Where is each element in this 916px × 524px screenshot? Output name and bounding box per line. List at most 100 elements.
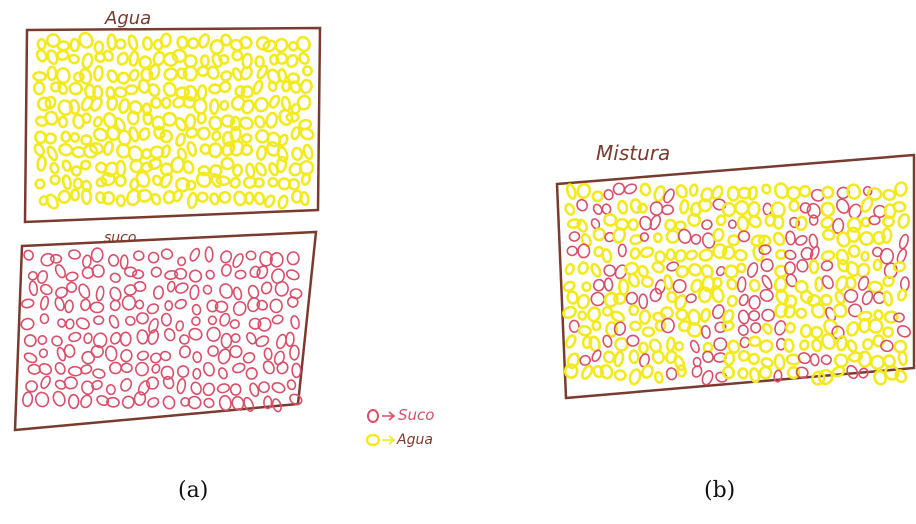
water-particle — [292, 147, 303, 160]
juice-particle — [260, 281, 273, 295]
water-particle — [601, 249, 612, 263]
juice-particle — [25, 335, 36, 346]
juice-particles — [20, 247, 303, 413]
juice-particle — [898, 233, 910, 249]
juice-particle — [153, 286, 164, 300]
water-particle — [71, 190, 79, 201]
water-particle — [629, 350, 638, 363]
water-particle — [676, 308, 689, 320]
water-particle — [716, 215, 727, 226]
juice-particle — [590, 291, 606, 307]
juice-particle — [603, 189, 614, 200]
water-particle — [197, 192, 208, 203]
juice-particle — [700, 369, 714, 386]
water-particle — [175, 133, 186, 147]
water-particle — [198, 67, 208, 76]
juice-particle — [177, 365, 190, 378]
water-particle — [81, 53, 93, 69]
water-particle — [265, 112, 278, 129]
juice-particle — [108, 314, 120, 329]
water-particle — [749, 368, 760, 383]
water-particle — [654, 233, 662, 242]
juice-particle — [92, 368, 106, 379]
water-particle — [567, 291, 579, 305]
juice-particle — [662, 205, 674, 215]
water-particle — [848, 228, 860, 242]
juice-particle — [96, 286, 105, 301]
water-particle — [846, 321, 860, 337]
juice-particle — [82, 255, 92, 268]
water-particle — [735, 201, 749, 215]
juice-particle — [257, 317, 272, 333]
water-particle — [713, 228, 725, 242]
water-particle — [217, 176, 230, 185]
water-particle — [870, 355, 885, 370]
water-particle — [638, 204, 647, 213]
juice-particle — [23, 249, 35, 261]
juice-particle — [34, 391, 49, 408]
juice-particle — [701, 325, 711, 339]
water-particle — [711, 185, 724, 200]
water-particle — [57, 50, 69, 60]
juice-particle — [80, 299, 91, 311]
water-particle — [163, 67, 179, 82]
water-particle — [127, 35, 138, 51]
water-particle — [70, 132, 80, 142]
water-particle — [862, 338, 874, 350]
water-particle — [241, 133, 252, 143]
water-particle — [833, 353, 849, 368]
water-particle — [254, 192, 265, 205]
water-particle — [233, 164, 243, 176]
mixture-box — [557, 155, 914, 398]
juice-particle — [174, 298, 188, 310]
water-particle — [761, 184, 771, 195]
water-particle — [245, 163, 255, 178]
juice-particle — [135, 362, 148, 376]
water-particle — [299, 127, 315, 141]
water-particle — [630, 321, 641, 330]
juice-particle — [738, 309, 750, 324]
water-particle — [667, 249, 675, 260]
water-particle — [295, 35, 311, 52]
water-particle — [566, 184, 577, 200]
water-particle — [162, 98, 170, 108]
water-particle — [218, 54, 230, 65]
juice-particle — [23, 351, 38, 364]
juice-particle — [188, 269, 203, 284]
water-particle — [869, 319, 883, 333]
water-particle — [581, 281, 592, 292]
water-particle — [675, 265, 689, 279]
water-particle — [61, 160, 71, 172]
legend-water-swatch — [367, 435, 379, 445]
water-particle — [268, 177, 279, 188]
water-particle — [737, 216, 749, 232]
water-particle — [883, 291, 893, 306]
water-particle — [198, 85, 207, 99]
juice-particle — [191, 316, 202, 327]
water-particle — [82, 113, 91, 123]
juice-particle — [233, 287, 243, 301]
juice-particle — [106, 384, 116, 395]
juice-particle — [51, 255, 62, 264]
juice-particle — [749, 321, 762, 334]
juice-particle — [845, 364, 860, 380]
water-particle — [33, 143, 46, 157]
juice-particle — [800, 202, 812, 214]
water-particle — [254, 97, 269, 112]
water-particle — [211, 130, 221, 141]
water-particle — [278, 69, 287, 82]
water-particle — [734, 249, 748, 262]
water-particle — [61, 131, 71, 142]
water-particle — [810, 260, 818, 273]
juice-particle — [749, 296, 760, 310]
juice-particle — [230, 319, 240, 329]
water-particle — [300, 79, 313, 94]
juice-particle — [145, 376, 160, 391]
water-particle — [115, 175, 126, 186]
juice-particle — [192, 304, 202, 315]
water-particle — [613, 351, 624, 367]
juice-particle — [177, 257, 186, 267]
juice-particle — [229, 345, 242, 358]
water-particle — [187, 37, 199, 49]
juice-particle — [810, 215, 818, 225]
